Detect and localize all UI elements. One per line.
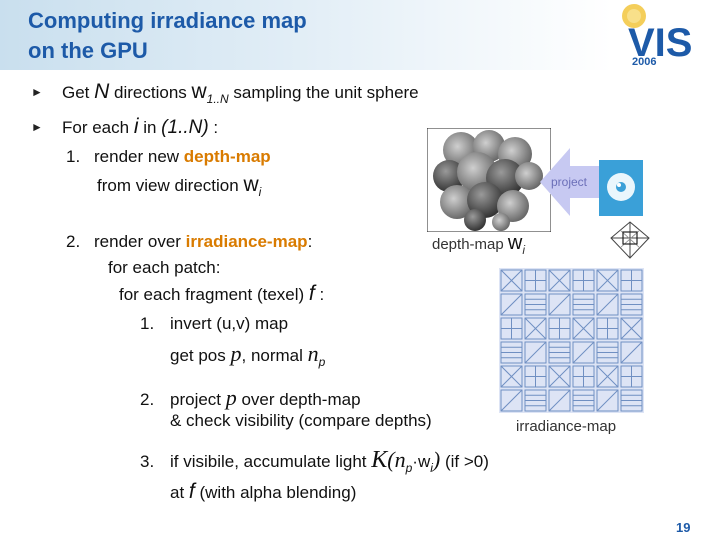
atlas-patch [596,365,619,388]
atlas-patch [548,365,571,388]
atlas-patch [596,389,619,412]
depth-map-label: depth-map wi [432,232,526,257]
atlas-patch [572,341,595,364]
atlas-patch [500,389,523,412]
atlas-patch [596,293,619,316]
atlas-patch [548,389,571,412]
sub-step-1: 1.invert (u,v) map [140,314,289,333]
atlas-patch [620,317,643,340]
atlas-patch [548,269,571,292]
atlas-patch [524,317,547,340]
page-number: 19 [676,520,691,535]
step-1-line-2: from view direction wi [97,173,262,199]
atlas-patch [596,269,619,292]
atlas-patch [500,293,523,316]
atlas-patch [500,365,523,388]
sub-step-3: 3.if visibile, accumulate light K(np·wi)… [140,447,489,475]
atlas-patch [524,341,547,364]
atlas-patch [500,293,523,316]
atlas-patch [596,389,619,412]
atlas-patch [500,269,523,292]
atlas-patch [500,365,523,388]
atlas-patch [524,317,547,340]
atlas-patch [620,317,643,340]
bullet-arrow-icon: ► [31,120,43,134]
atlas-patch [572,341,595,364]
irradiance-map-label: irradiance-map [516,418,617,435]
sub-step-2-line-2: & check visibility (compare depths) [170,411,432,430]
logo-year: 2006 [632,56,656,66]
step-2-line-3: for each fragment (texel) f : [119,282,325,305]
atlas-patch [596,269,619,292]
project-arrow-icon [540,148,602,216]
bullet-1: Get N directions w1..N sampling the unit… [62,80,419,106]
atlas-patch [524,341,547,364]
depth-map-image [427,128,551,232]
slide-title: Computing irradiance map on the GPU [28,6,307,66]
sub-step-1-line-2: get pos p, normal np [170,341,326,369]
patch-diagram-icon [610,221,650,259]
atlas-patch [548,365,571,388]
atlas-patch [548,293,571,316]
atlas-patch [572,317,595,340]
vis-2006-logo: VIS 2006 [622,4,692,66]
project-label: project [551,175,588,189]
sub-step-2: 2.project p over depth-map [140,385,361,410]
sub-step-3-line-2: at f (with alpha blending) [170,480,357,503]
irradiance-map-image [499,268,644,413]
atlas-patch [548,293,571,316]
step-2-line-2: for each patch: [108,258,221,277]
globe-icon [599,160,643,216]
bullet-arrow-icon: ► [31,85,43,99]
atlas-patch [500,269,523,292]
logo-text: VIS [628,21,692,65]
atlas-patch [620,341,643,364]
atlas-patch [500,389,523,412]
atlas-patch [548,269,571,292]
step-2: 2.render over irradiance-map: [66,232,313,251]
title-line-2: on the GPU [28,38,148,63]
header-band [0,0,720,70]
step-1: 1.render new depth-map [66,147,271,166]
atlas-patch [572,317,595,340]
atlas-patch [620,341,643,364]
bullet-2: For each i in (1..N) : [62,115,219,138]
atlas-patch [548,389,571,412]
atlas-patch [596,365,619,388]
title-line-1: Computing irradiance map [28,8,307,33]
atlas-patch [596,293,619,316]
